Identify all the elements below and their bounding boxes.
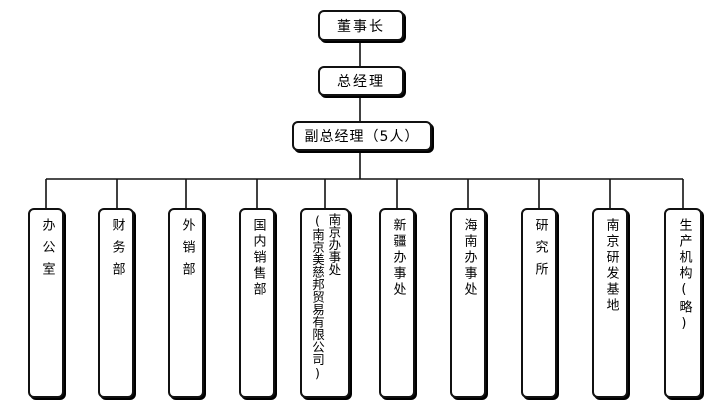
department-research-institute-label: 研究所 [532, 218, 548, 284]
vice-general-manager-label: 副总经理（5人） [304, 129, 420, 145]
chairman-box: 董事长 [318, 10, 404, 41]
department-nanjing-rd-base-label: 南京研发基地 [603, 218, 619, 314]
department-xinjiang-office-label: 新疆办事处 [390, 218, 406, 298]
department-nanjing-office-company-label: (南京美慈邦贸易有限公司) [310, 213, 325, 381]
department-hainan-office-box: 海南办事处 [450, 208, 486, 398]
department-production-label: 生产机构(略) [676, 218, 692, 334]
department-nanjing-office-label: 南京办事处 [326, 213, 342, 276]
department-research-institute-box: 研究所 [521, 208, 557, 398]
department-production-box: 生产机构(略) [664, 208, 702, 398]
department-office-label: 办公室 [39, 218, 55, 284]
department-hainan-office-label: 海南办事处 [461, 218, 477, 298]
department-foreign-sales-box: 外销部 [168, 208, 204, 398]
department-nanjing-office-columns: 南京办事处 (南京美慈邦贸易有限公司) [310, 213, 341, 381]
department-finance-label: 财务部 [109, 218, 125, 284]
department-nanjing-rd-base-box: 南京研发基地 [592, 208, 628, 398]
department-xinjiang-office-box: 新疆办事处 [379, 208, 415, 398]
department-finance-box: 财务部 [98, 208, 134, 398]
department-nanjing-office-box: 南京办事处 (南京美慈邦贸易有限公司) [300, 208, 350, 398]
department-domestic-sales-label: 国内销售部 [250, 218, 266, 298]
general-manager-label: 总经理 [337, 74, 385, 90]
department-domestic-sales-box: 国内销售部 [239, 208, 275, 398]
department-foreign-sales-label: 外销部 [179, 218, 195, 284]
department-office-box: 办公室 [28, 208, 64, 398]
general-manager-box: 总经理 [318, 66, 404, 96]
vice-general-manager-box: 副总经理（5人） [292, 121, 432, 151]
chairman-label: 董事长 [337, 18, 385, 35]
